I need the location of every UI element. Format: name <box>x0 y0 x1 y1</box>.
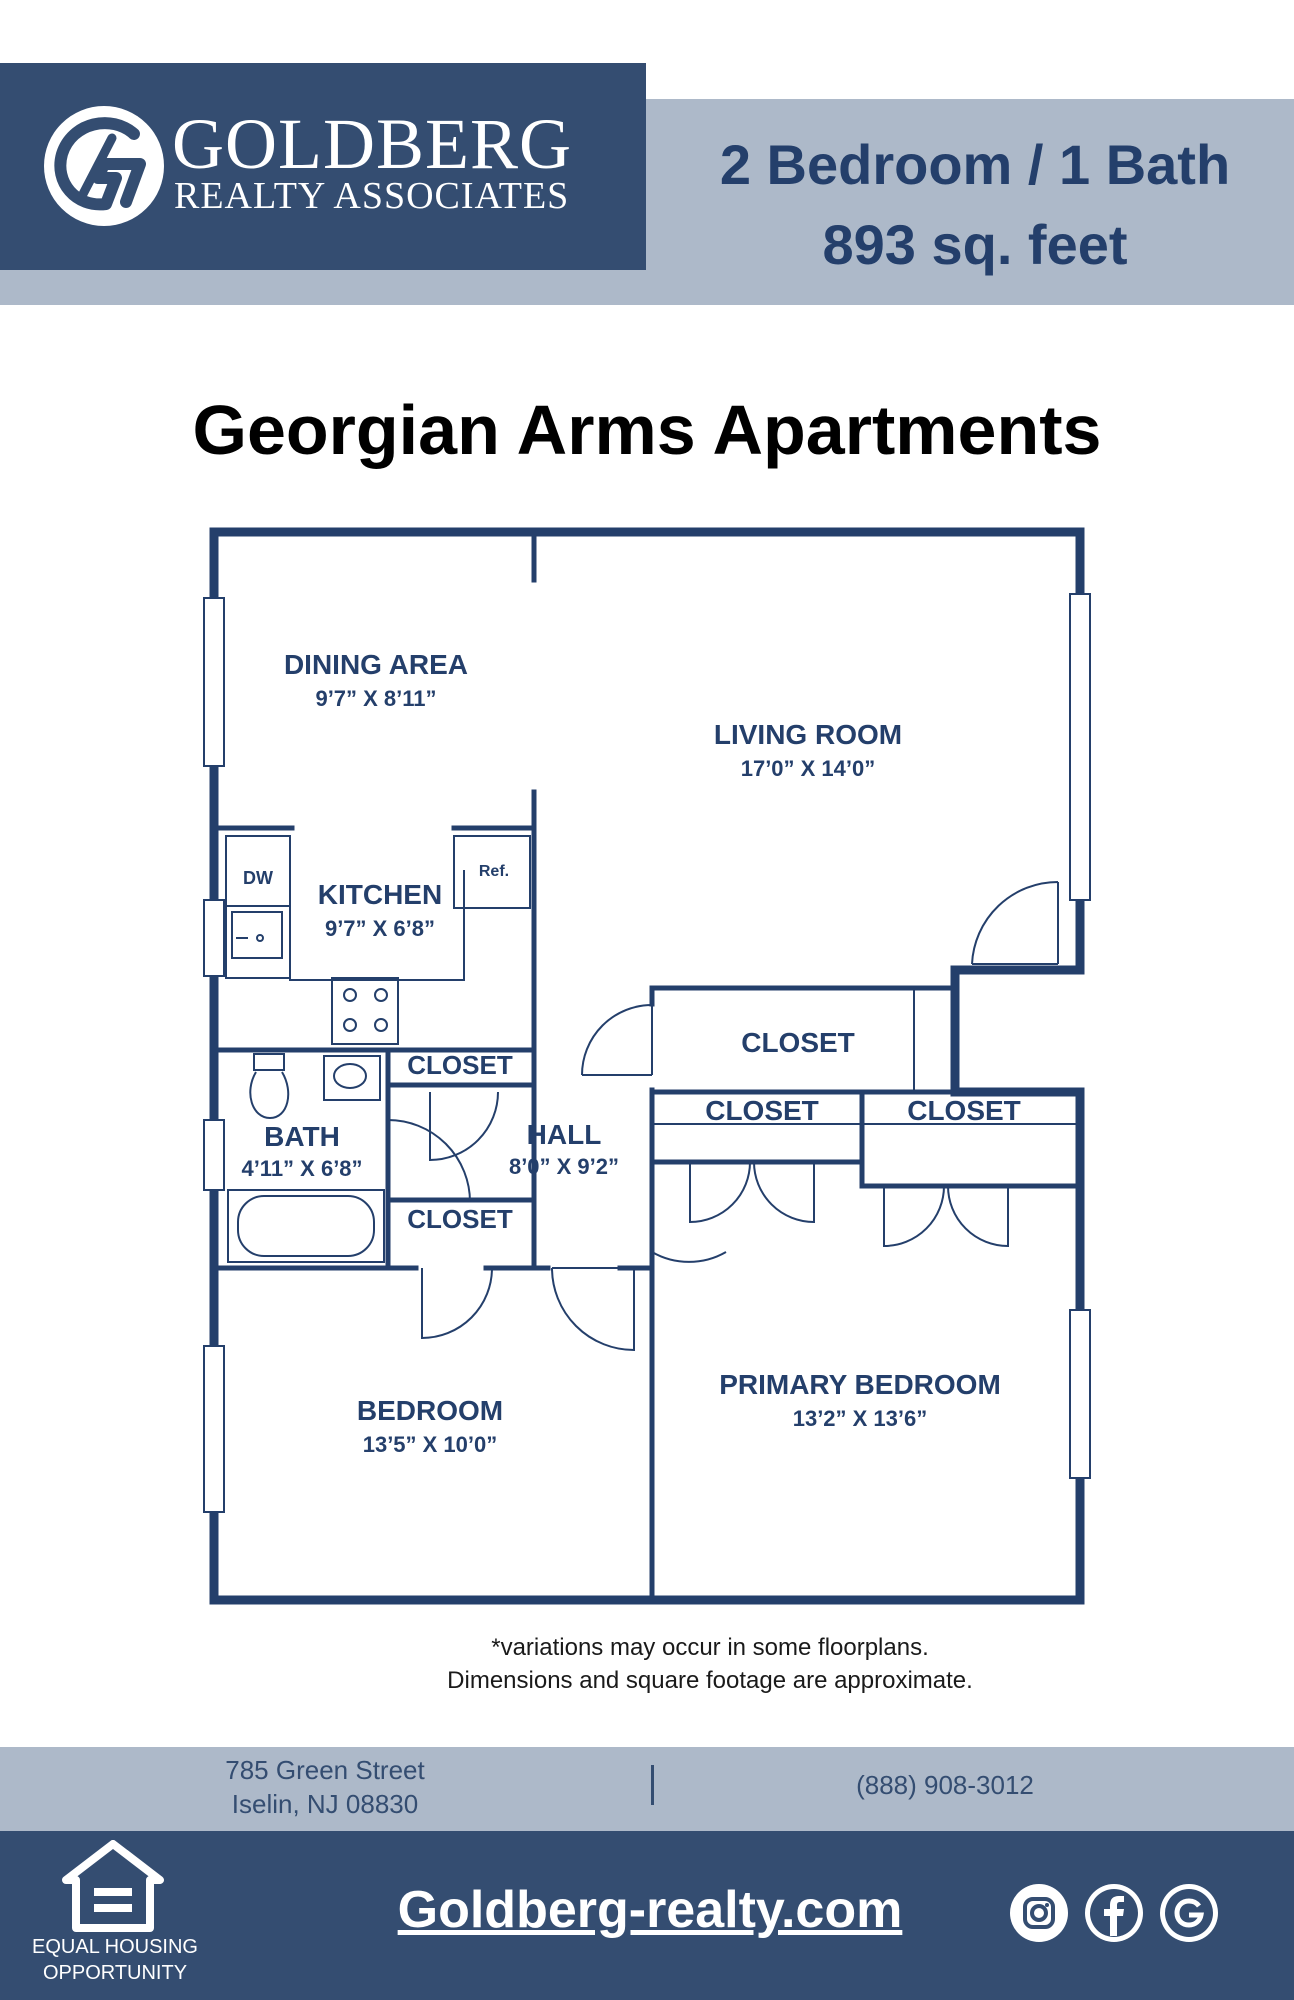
dims-kitchen: 9’7” X 6’8” <box>325 916 435 941</box>
bottom-bar <box>0 1831 1294 2000</box>
door-bedroom-closet <box>421 1267 493 1340</box>
door-living-entry <box>971 880 1059 965</box>
unit-type: 2 Bedroom / 1 Bath <box>719 133 1231 196</box>
label-kitchen: KITCHEN <box>318 879 442 910</box>
phone-number[interactable]: (888) 908-3012 <box>856 1770 1034 1800</box>
window-dining <box>203 597 225 767</box>
website-link[interactable]: Goldberg-realty.com <box>397 1881 903 1939</box>
label-bath: BATH <box>264 1121 340 1152</box>
window-living <box>1069 593 1091 901</box>
equal-housing-line-2: OPPORTUNITY <box>42 1962 188 1984</box>
unit-size: 893 sq. feet <box>822 213 1128 276</box>
window-primary <box>1069 1309 1091 1479</box>
google-icon[interactable] <box>1160 1884 1218 1942</box>
door-primary-closet-1 <box>689 1161 751 1224</box>
door-closet-hall <box>429 1091 499 1162</box>
label-living: LIVING ROOM <box>714 719 902 750</box>
address-line-1: 785 Green Street <box>225 1755 425 1785</box>
label-closet-hall: CLOSET <box>407 1204 513 1234</box>
label-closet-mid-right: CLOSET <box>907 1095 1021 1126</box>
disclaimer-line-2: Dimensions and square footage are approx… <box>447 1667 973 1694</box>
door-hall-closet <box>581 1004 653 1076</box>
stove-icon <box>331 977 399 1045</box>
label-dishwasher: DW <box>243 868 273 888</box>
dims-bath: 4’11” X 6’8” <box>241 1156 362 1181</box>
footer-divider <box>651 1765 654 1805</box>
equal-housing-icon <box>62 1840 164 1932</box>
brand-subtitle: REALTY ASSOCIATES <box>174 175 570 217</box>
label-hall: HALL <box>527 1119 602 1150</box>
window-bedroom <box>203 1345 225 1513</box>
footer-band <box>0 1747 1294 1831</box>
dims-living: 17’0” X 14’0” <box>741 756 876 781</box>
brand-name: GOLDBERG <box>172 104 572 184</box>
refrigerator <box>453 835 531 909</box>
label-closet-top: CLOSET <box>741 1027 855 1058</box>
dims-primary-bedroom: 13’2” X 13’6” <box>793 1406 928 1431</box>
disclaimer-line-1: *variations may occur in some floorplans… <box>491 1634 929 1661</box>
dims-hall: 8’0” X 9’2” <box>509 1154 619 1179</box>
sink-icon <box>231 911 283 959</box>
goldberg-logo-icon <box>44 106 164 226</box>
door-primary-closet-3 <box>883 1185 945 1248</box>
label-bedroom: BEDROOM <box>357 1395 503 1426</box>
toilet-icon <box>249 1053 290 1120</box>
facebook-icon[interactable] <box>1085 1884 1143 1942</box>
window-bath <box>203 1119 225 1191</box>
page-title: Georgian Arms Apartments <box>192 391 1102 469</box>
kitchen-counter-l <box>289 836 465 981</box>
equal-housing-line-1: EQUAL HOUSING <box>32 1936 198 1958</box>
dims-dining: 9’7” X 8’11” <box>315 686 436 711</box>
door-primary-closet-4 <box>947 1185 1009 1248</box>
wall-closet-block <box>649 985 958 1007</box>
dims-bedroom: 13’5” X 10’0” <box>363 1432 498 1457</box>
bath-sink-icon <box>323 1055 381 1101</box>
door-bedroom <box>551 1267 635 1352</box>
instagram-icon[interactable] <box>1010 1884 1068 1942</box>
door-primary <box>651 1178 727 1263</box>
window-kitchen <box>203 899 225 977</box>
label-refrigerator: Ref. <box>479 863 509 880</box>
door-primary-closet-2 <box>753 1161 815 1224</box>
address-line-2: Iselin, NJ 08830 <box>231 1789 419 1819</box>
label-primary-bedroom: PRIMARY BEDROOM <box>719 1369 1001 1400</box>
door-bath <box>387 1118 471 1203</box>
bathtub-icon <box>227 1189 385 1263</box>
label-dining: DINING AREA <box>284 649 468 680</box>
label-closet-bath: CLOSET <box>407 1050 513 1080</box>
label-closet-mid-left: CLOSET <box>705 1095 819 1126</box>
